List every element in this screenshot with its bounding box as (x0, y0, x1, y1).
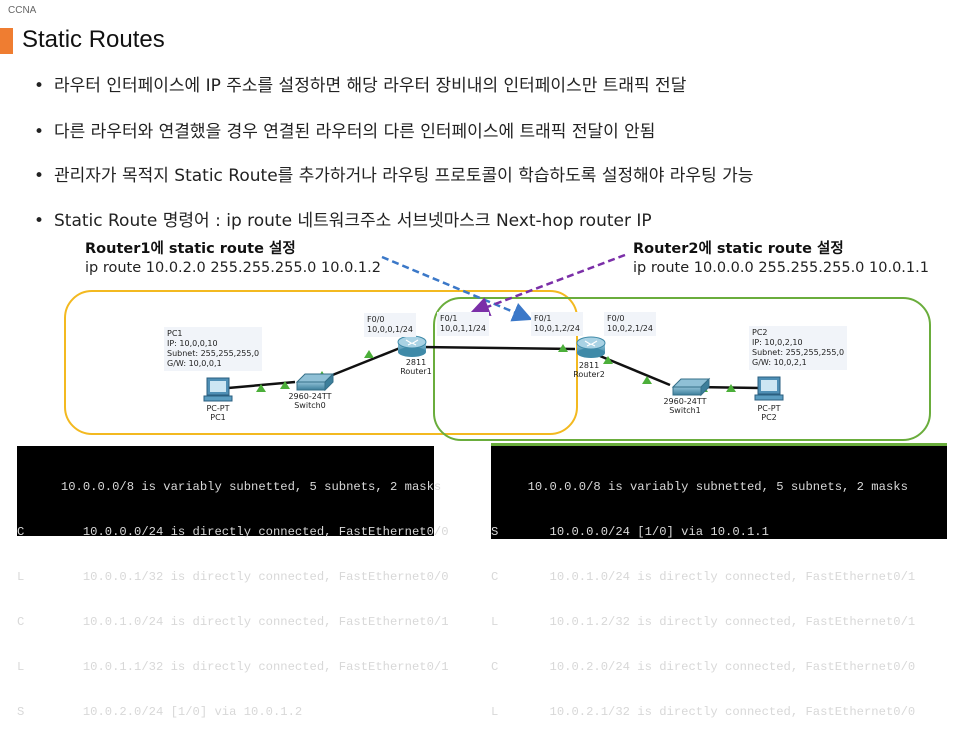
routing-table-row: 10.0.0.0/8 is variably subnetted, 5 subn… (491, 480, 908, 494)
pc2-info-name: PC2 (752, 328, 768, 337)
router1-routing-table: 10.0.0.0/8 is variably subnetted, 5 subn… (17, 444, 449, 719)
router2-config-heading: Router2에 static route 설정 (633, 241, 844, 257)
pc2-label: PC-PT PC2 (749, 404, 789, 422)
pc2-name: PC2 (761, 413, 777, 422)
pc2-info-ip: IP: 10,0,2,10 (752, 338, 803, 347)
link-light (256, 384, 266, 392)
bullet-icon: • (34, 76, 45, 96)
cable-router2-switch1 (599, 354, 671, 387)
router2-f00-label: F0/0 10,0,2,1/24 (604, 312, 656, 336)
link-light (726, 384, 736, 392)
bullet-icon: • (34, 122, 45, 142)
router2-config-arrow (469, 253, 626, 317)
topology-diagram (203, 253, 784, 402)
router1-icon (397, 335, 427, 357)
routing-table-row: L 10.0.1.1/32 is directly connected, Fas… (17, 660, 449, 674)
router1-f01-iface: F0/1 (440, 314, 458, 323)
bullet-icon: • (34, 211, 45, 231)
router1-model: 2811 (405, 358, 427, 367)
router1-config-command: ip route 10.0.2.0 255.255.255.0 10.0.1.2 (85, 260, 381, 276)
pc1-info-label: PC1 IP: 10,0,0,10 Subnet: 255,255,255,0 … (164, 327, 263, 371)
router2-f01-label: F0/1 10,0,1,2/24 (531, 312, 583, 336)
link-light (364, 350, 374, 358)
router1-f00-label: F0/0 10,0,0,1/24 (364, 313, 416, 337)
pc2-icon (754, 376, 784, 401)
pc1-type: PC-PT (206, 404, 230, 413)
pc2-info-subnet: Subnet: 255,255,255,0 (752, 348, 845, 357)
link-light (603, 356, 613, 364)
router1-f01-label: F0/1 10,0,1,1/24 (437, 312, 489, 336)
pc1-label: PC-PT PC1 (198, 404, 238, 422)
router1-config-heading: Router1에 static route 설정 (85, 241, 296, 257)
router1-f01-ip: 10,0,1,1/24 (440, 324, 486, 333)
router2-f00-iface: F0/0 (607, 314, 625, 323)
bullet-item: • 다른 라우터와 연결했을 경우 연결된 라우터의 다른 인터페이스에 트래픽 … (34, 117, 655, 142)
link-light (558, 344, 568, 352)
routing-table-row: L 10.0.1.2/32 is directly connected, Fas… (491, 615, 916, 629)
router2-f00-ip: 10,0,2,1/24 (607, 324, 653, 333)
switch1-model: 2960-24TT (663, 397, 707, 406)
router1-f00-iface: F0/0 (367, 315, 385, 324)
router2-f01-ip: 10,0,1,2/24 (534, 324, 580, 333)
switch1-name: Switch1 (669, 406, 701, 415)
router1-f00-ip: 10,0,0,1/24 (367, 325, 413, 334)
switch1-label: 2960-24TT Switch1 (660, 397, 710, 415)
routing-table-row: S 10.0.2.0/24 [1/0] via 10.0.1.2 (17, 705, 303, 719)
link-light (642, 376, 652, 384)
router2-name: Router2 (573, 370, 605, 379)
routing-table-row: C 10.0.1.0/24 is directly connected, Fas… (491, 570, 916, 584)
routing-table-row: 10.0.0.0/8 is variably subnetted, 5 subn… (17, 480, 442, 494)
router1-zone (64, 290, 578, 435)
router2-icon (576, 336, 606, 358)
switch0-label: 2960-24TT Switch0 (285, 392, 335, 410)
router2-routing-table: 10.0.0.0/8 is variably subnetted, 5 subn… (491, 443, 947, 719)
bullet-text: Static Route 명령어 : ip route 네트워크주소 서브넷마스… (54, 211, 652, 231)
title-accent-bar (0, 28, 13, 54)
router2-zone (433, 297, 931, 441)
switch1-icon (671, 377, 711, 397)
page-title: Static Routes (22, 26, 165, 53)
pc2-type: PC-PT (757, 404, 781, 413)
cable-switch0-router1 (324, 346, 401, 380)
pc1-info-name: PC1 (167, 329, 183, 338)
bullet-item: • 라우터 인터페이스에 IP 주소를 설정하면 해당 라우터 장비내의 인터페이… (34, 71, 686, 96)
bullet-text: 관리자가 목적지 Static Route를 추가하거나 라우팅 프로토콜이 학… (54, 166, 754, 186)
link-light (280, 381, 290, 389)
router1-config-arrow (381, 255, 533, 322)
switch0-name: Switch0 (294, 401, 326, 410)
pc2-info-gateway: G/W: 10,0,2,1 (752, 358, 807, 367)
router1-label: 2811 Router1 (396, 358, 436, 376)
pc1-info-ip: IP: 10,0,0,10 (167, 339, 218, 348)
pc1-icon (203, 377, 233, 402)
pc1-info-gateway: G/W: 10,0,0,1 (167, 359, 222, 368)
routing-table-row: S 10.0.0.0/24 [1/0] via 10.0.1.1 (491, 525, 769, 539)
switch0-model: 2960-24TT (288, 392, 332, 401)
pc2-info-label: PC2 IP: 10,0,2,10 Subnet: 255,255,255,0 … (749, 326, 848, 370)
router2-config-note: Router2에 static route 설정 ip route 10.0.0… (633, 240, 929, 278)
routing-table-row: C 10.0.1.0/24 is directly connected, Fas… (17, 615, 449, 629)
routing-table-row: L 10.0.2.1/32 is directly connected, Fas… (491, 705, 916, 719)
router2-config-command: ip route 10.0.0.0 255.255.255.0 10.0.1.1 (633, 260, 929, 276)
routing-table-row: C 10.0.0.0/24 is directly connected, Fas… (17, 525, 449, 539)
pc1-name: PC1 (210, 413, 226, 422)
routing-table-row: C 10.0.2.0/24 is directly connected, Fas… (491, 660, 916, 674)
bullet-item: • Static Route 명령어 : ip route 네트워크주소 서브넷마… (34, 206, 652, 231)
bullet-text: 라우터 인터페이스에 IP 주소를 설정하면 해당 라우터 장비내의 인터페이스… (54, 76, 687, 96)
course-label: CCNA (8, 5, 37, 16)
bullet-text: 다른 라우터와 연결했을 경우 연결된 라우터의 다른 인터페이스에 트래픽 전… (54, 122, 656, 142)
switch0-icon (295, 372, 335, 392)
router2-model: 2811 (578, 361, 600, 370)
routing-table-row: L 10.0.0.1/32 is directly connected, Fas… (17, 570, 449, 584)
cable-router1-router2 (419, 345, 576, 351)
router2-label: 2811 Router2 (569, 361, 609, 379)
pc1-info-subnet: Subnet: 255,255,255,0 (167, 349, 260, 358)
router2-f01-iface: F0/1 (534, 314, 552, 323)
bullet-icon: • (34, 166, 45, 186)
router1-config-note: Router1에 static route 설정 ip route 10.0.2… (85, 240, 381, 278)
bullet-item: • 관리자가 목적지 Static Route를 추가하거나 라우팅 프로토콜이 … (34, 161, 753, 186)
router1-name: Router1 (400, 367, 432, 376)
